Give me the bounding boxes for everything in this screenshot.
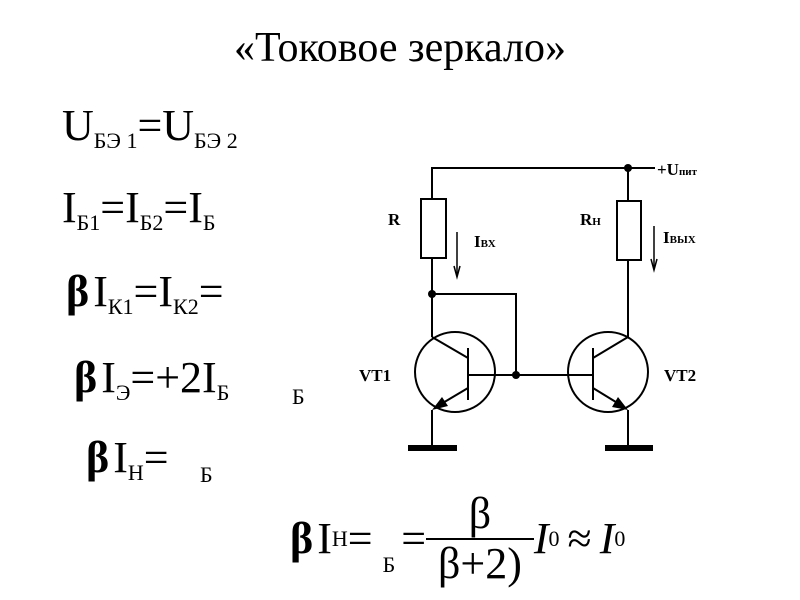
subscript: Б (200, 462, 213, 487)
input-current-label: IВХ (474, 232, 496, 252)
subscript: БЭ 2 (194, 128, 238, 153)
subscript: пит (678, 166, 698, 178)
subscript: Б2 (139, 210, 164, 235)
symbol: I (317, 514, 332, 563)
vt1-label: VT1 (359, 366, 392, 385)
resistor-rn-label: RН (580, 210, 601, 230)
symbol: U (62, 101, 94, 150)
symbol: I (125, 183, 140, 232)
subscript: К1 (107, 294, 134, 319)
subscript: Н (592, 216, 601, 228)
fraction-denominator: β+2) (438, 539, 522, 588)
equals: = (401, 514, 427, 563)
beta-symbol: β (66, 267, 90, 316)
transistor-vt1 (414, 331, 496, 413)
subscript: 0 (614, 526, 626, 551)
symbol: I (188, 183, 203, 232)
equals: = (347, 514, 373, 563)
subscript: Б (202, 210, 216, 235)
subscript: Н (127, 460, 144, 485)
subscript: Н (331, 526, 348, 551)
ground-symbols (408, 445, 653, 451)
fraction-numerator: β (468, 489, 492, 538)
supply-label: +Uпит (657, 160, 697, 180)
wires (431, 167, 655, 447)
equals: = (198, 267, 224, 316)
symbol: I (93, 267, 108, 316)
subscript: Б1 (76, 210, 101, 235)
equals: = (133, 267, 159, 316)
formula-vbe: UБЭ 1=UБЭ 2 (62, 104, 238, 152)
subscript: ВЫХ (669, 234, 696, 246)
formula-load-current: βIН= (86, 436, 169, 484)
equals: = (137, 101, 163, 150)
symbol: I (533, 514, 549, 563)
equals: = (143, 433, 169, 482)
resistor-r-label: R (388, 210, 401, 229)
output-current-label: IВЫХ (663, 228, 696, 248)
symbol: I (202, 353, 217, 402)
symbol: I (113, 433, 128, 482)
symbol: I (663, 228, 670, 247)
beta-symbol: β (290, 514, 314, 563)
equals: = (163, 183, 189, 232)
slide-title: «Токовое зеркало» (234, 25, 566, 71)
equals: = (130, 353, 156, 402)
approx-sign: ≈ (567, 514, 592, 563)
current-arrows (453, 226, 658, 280)
subscript: Б (292, 384, 305, 409)
symbol: I (62, 183, 77, 232)
subscript: ВХ (480, 238, 496, 250)
beta-symbol: β (74, 353, 98, 402)
subscript: К2 (173, 294, 199, 319)
subscript: Б (382, 552, 396, 577)
fraction: β β+2) (426, 489, 534, 588)
subscript: БЭ 1 (93, 128, 138, 153)
subscript: 0 (548, 526, 560, 551)
symbol: +U (657, 160, 679, 179)
junction-nodes (428, 164, 632, 379)
vt2-label: VT2 (664, 366, 697, 385)
symbol: R (580, 210, 593, 229)
formula-base-currents: IБ1=IБ2=IБ (62, 186, 216, 234)
resistor-r (420, 198, 447, 259)
symbol: I (101, 353, 116, 402)
subscript: Б (216, 380, 230, 405)
beta-symbol: β (86, 433, 110, 482)
plus-two: +2 (155, 353, 203, 402)
formula-emitter-current: βIЭ=+2IБ (74, 356, 229, 404)
formula-collector-currents: βIК1=IК2= (66, 270, 224, 318)
fraction-bar (426, 538, 534, 540)
symbol: I (158, 267, 174, 316)
equals: = (100, 183, 126, 232)
transistor-vt2 (567, 331, 649, 413)
subscript: Э (115, 380, 131, 405)
symbol: I (599, 514, 615, 563)
symbol: I (474, 232, 481, 251)
symbol: U (162, 101, 195, 150)
resistor-rn (616, 200, 642, 261)
